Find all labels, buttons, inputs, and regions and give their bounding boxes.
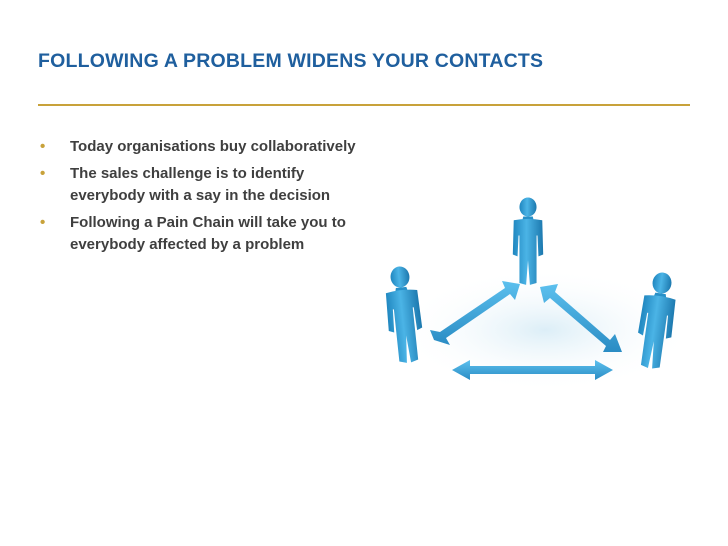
- bullet-item: • The sales challenge is to identify eve…: [38, 163, 358, 208]
- bullet-marker: •: [40, 164, 46, 182]
- people-triangle-graphic: [382, 197, 695, 392]
- bullet-item: • Following a Pain Chain will take you t…: [38, 212, 358, 257]
- bullet-text: The sales challenge is to identify every…: [70, 164, 331, 205]
- bullet-text: Following a Pain Chain will take you to …: [70, 213, 346, 254]
- bullet-list: • Today organisations buy collaborativel…: [38, 136, 358, 261]
- bullet-text: Today organisations buy collaboratively: [70, 138, 356, 155]
- bullet-marker: •: [40, 138, 46, 155]
- arrow-top-right-icon: [540, 284, 622, 352]
- people-network-illustration: [370, 180, 716, 422]
- slide-title: FOLLOWING A PROBLEM WIDENS YOUR CONTACTS: [38, 50, 544, 72]
- bullet-marker: •: [40, 213, 46, 231]
- bullet-item: • Today organisations buy collaborativel…: [38, 136, 358, 159]
- title-divider: [38, 104, 690, 106]
- arrow-bottom-icon: [452, 360, 613, 380]
- arrow-left-top-icon: [430, 281, 520, 345]
